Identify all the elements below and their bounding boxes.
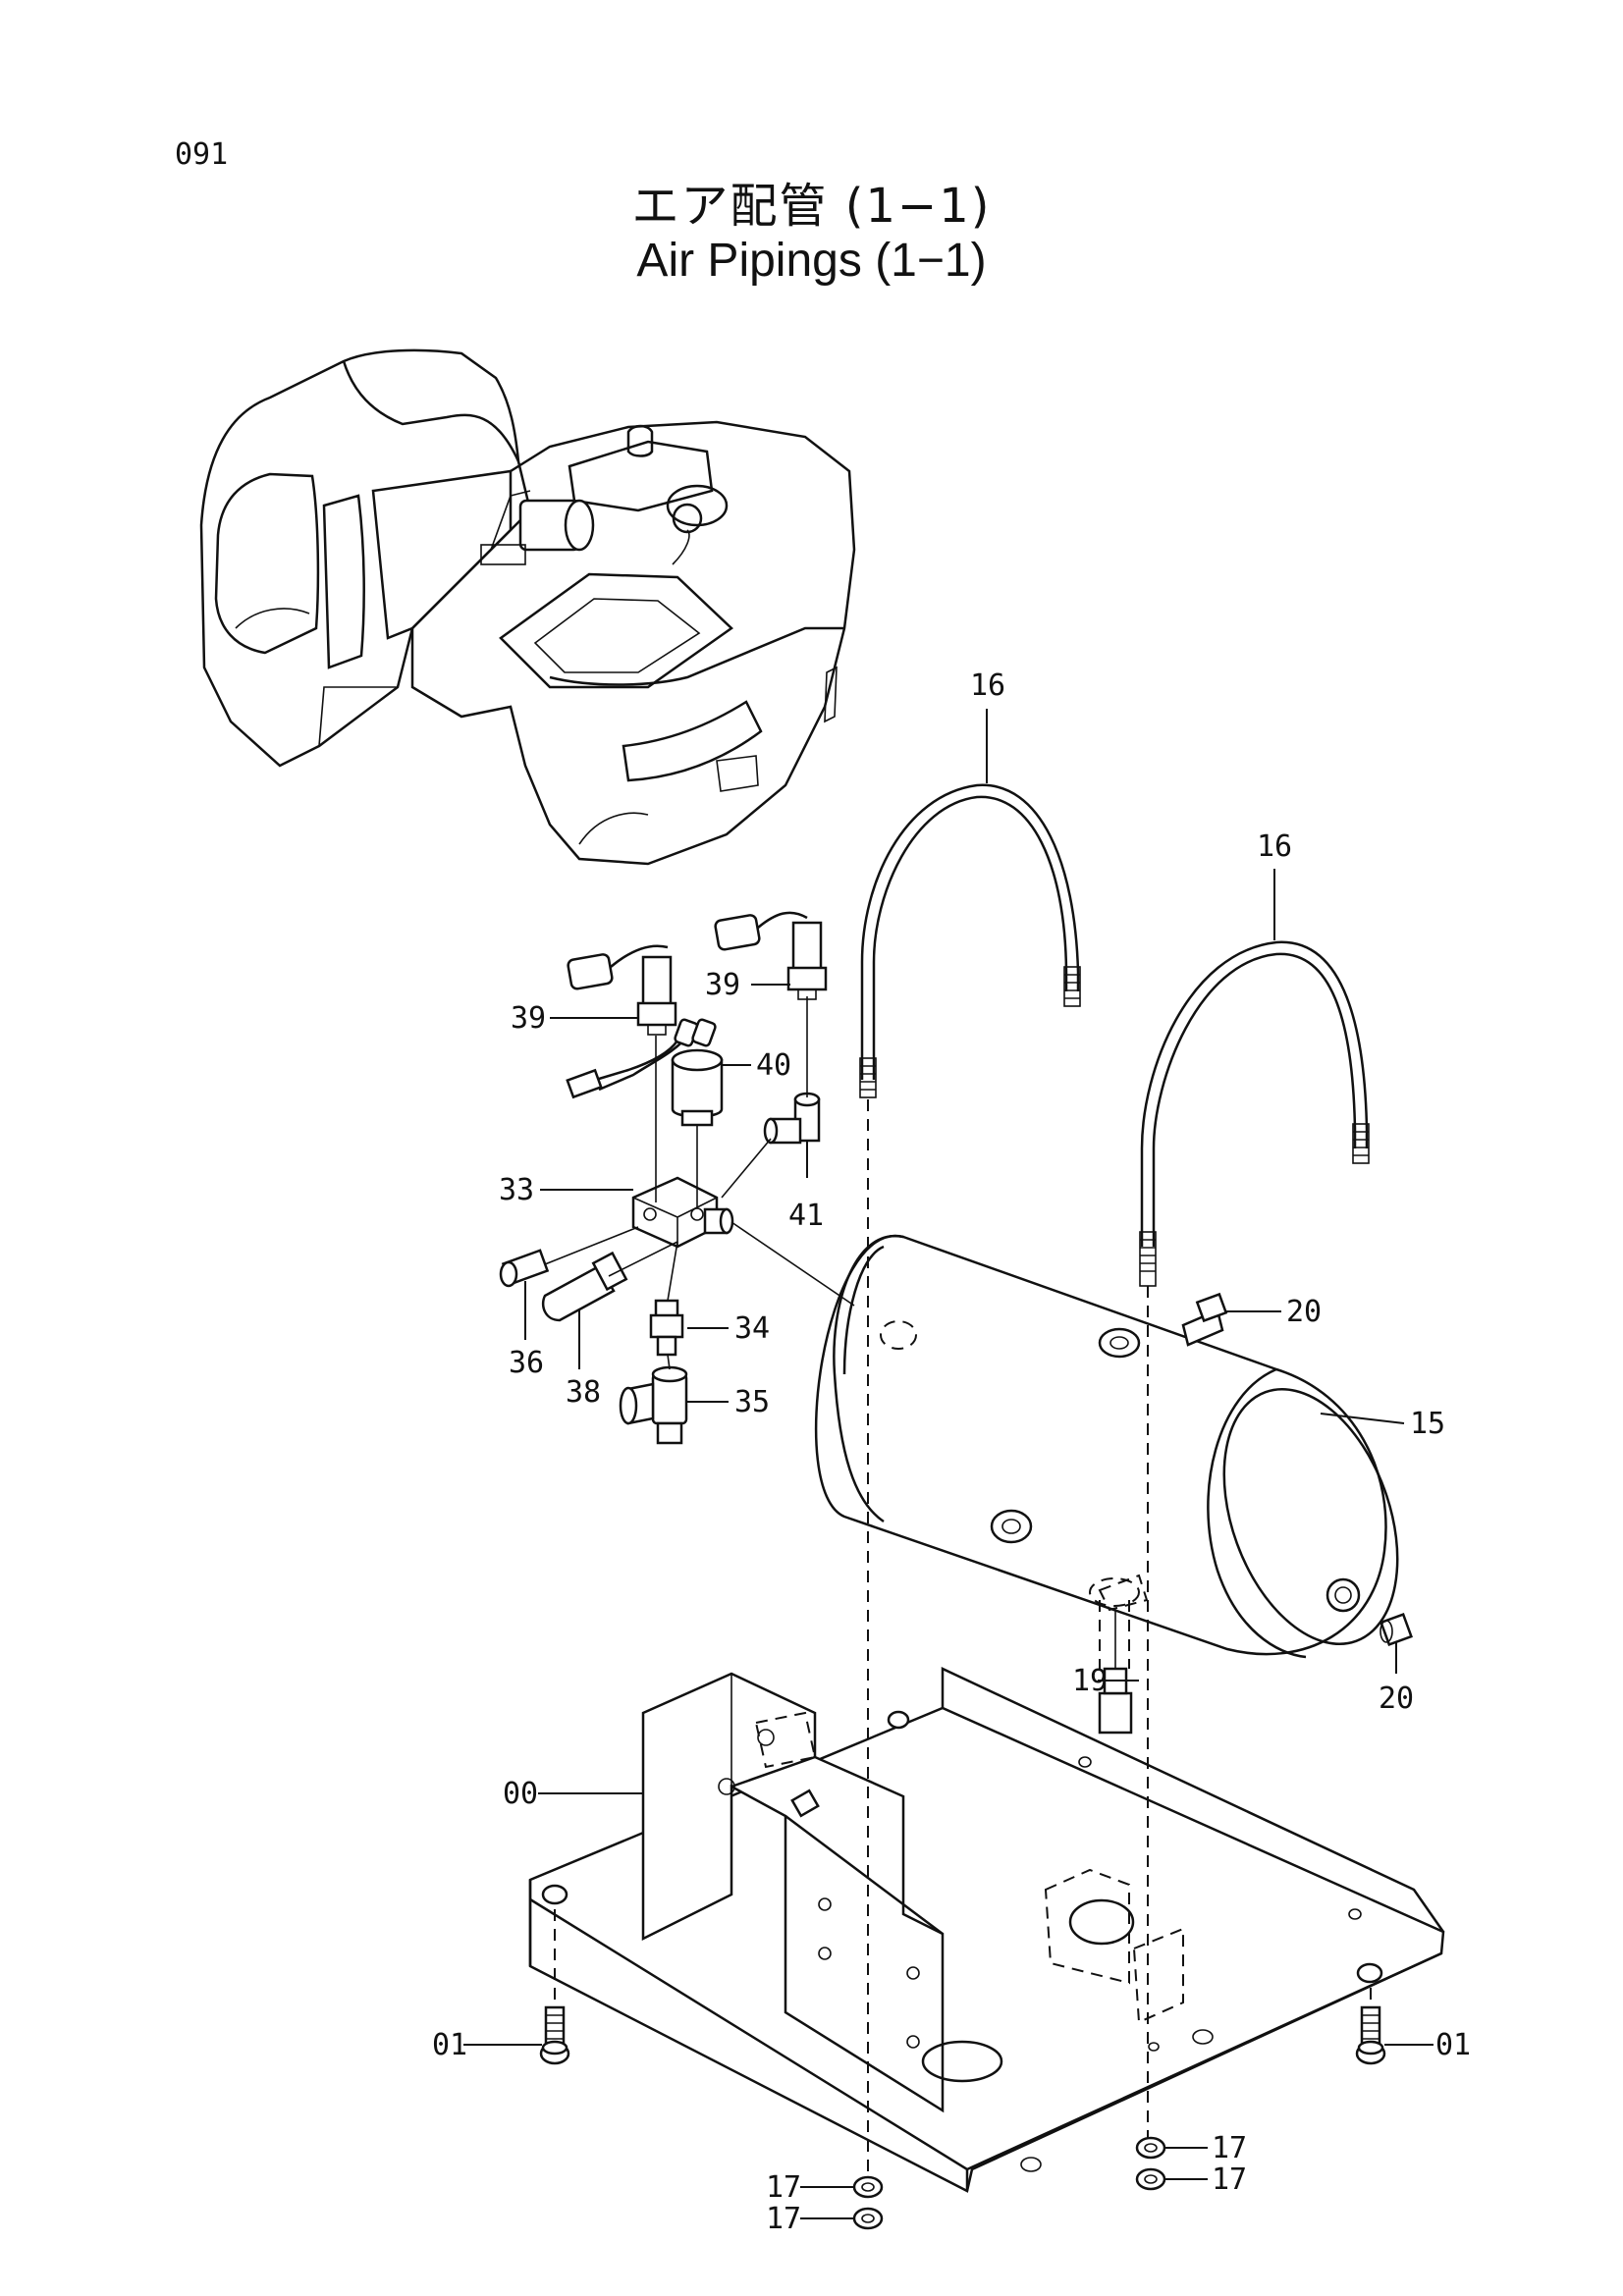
leader-lines bbox=[463, 709, 1434, 2219]
callout-15: 15 bbox=[1410, 1407, 1445, 1441]
callout-01-right: 01 bbox=[1435, 2028, 1471, 2062]
callout-17-left-upper: 17 bbox=[766, 2170, 801, 2205]
plug-20-top bbox=[1195, 1292, 1228, 1323]
callout-39-right: 39 bbox=[705, 968, 740, 1002]
callout-41: 41 bbox=[788, 1199, 824, 1233]
callout-20-top: 20 bbox=[1286, 1295, 1322, 1329]
assembly-lines bbox=[544, 996, 1372, 2177]
air-pipe-16-left bbox=[859, 783, 1081, 1098]
bolt-01-right bbox=[1355, 2005, 1386, 2065]
tee-fitting-35 bbox=[619, 1365, 688, 1445]
mounting-plate-00 bbox=[528, 1667, 1445, 2193]
callout-19: 19 bbox=[1072, 1664, 1108, 1698]
callout-36: 36 bbox=[509, 1346, 544, 1380]
callout-35: 35 bbox=[734, 1385, 770, 1419]
callout-40: 40 bbox=[756, 1048, 791, 1083]
callout-labels: 16 16 39 39 40 33 41 20 34 36 38 35 15 1… bbox=[432, 668, 1471, 2236]
callout-33: 33 bbox=[499, 1173, 534, 1207]
manifold-block-33 bbox=[631, 1176, 734, 1249]
excavator-overview-illustration bbox=[199, 348, 856, 866]
callout-17-right-lower: 17 bbox=[1212, 2163, 1247, 2197]
nut-17-set-right bbox=[1135, 2136, 1166, 2191]
pressure-switch-39-right bbox=[714, 911, 828, 1000]
callout-00: 00 bbox=[503, 1777, 538, 1811]
callout-16-right: 16 bbox=[1257, 829, 1292, 864]
nut-17-set-left bbox=[852, 2175, 884, 2230]
pressure-switch-38 bbox=[541, 1251, 628, 1322]
air-tank-15 bbox=[814, 1234, 1399, 1659]
drain-valve-19 bbox=[1089, 1577, 1140, 1735]
page-title-english: Air Pipings (1−1) bbox=[636, 235, 987, 287]
callout-01-left: 01 bbox=[432, 2028, 467, 2062]
adapter-34 bbox=[649, 1299, 684, 1357]
callout-39-left: 39 bbox=[511, 1001, 546, 1036]
solenoid-valve-40 bbox=[566, 1018, 724, 1127]
page-title-japanese: エア配管 (1−1) bbox=[631, 179, 992, 234]
callout-38: 38 bbox=[566, 1375, 601, 1410]
callout-20-end: 20 bbox=[1379, 1682, 1414, 1716]
elbow-fitting-41 bbox=[763, 1092, 821, 1145]
bolt-01-left bbox=[539, 2005, 570, 2065]
callout-17-left-lower: 17 bbox=[766, 2202, 801, 2236]
air-pipe-16-right bbox=[1139, 940, 1370, 1287]
adapter-36 bbox=[499, 1249, 550, 1288]
callout-16-left: 16 bbox=[970, 668, 1005, 703]
pressure-switch-39-left bbox=[567, 944, 677, 1036]
plug-20-end bbox=[1380, 1613, 1413, 1646]
page-number: 091 bbox=[175, 137, 229, 172]
callout-17-right-upper: 17 bbox=[1212, 2131, 1247, 2165]
callout-34: 34 bbox=[734, 1311, 770, 1346]
